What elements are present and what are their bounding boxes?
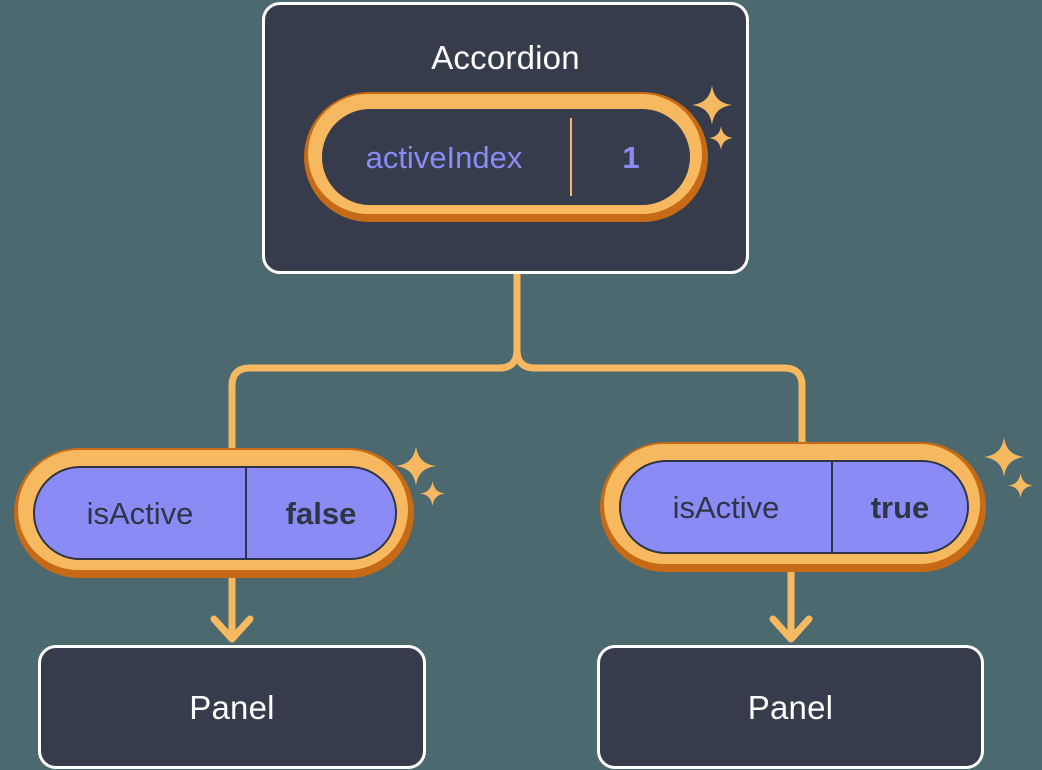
pill-divider <box>245 468 247 558</box>
connector-tree-branch <box>228 270 521 456</box>
sparkle-icon-right-small <box>1008 473 1033 498</box>
component-card-title: Panel <box>747 688 834 726</box>
pill-body: isActive true <box>619 460 969 554</box>
arrow-right-head <box>769 615 813 643</box>
state-pill-is-active-true[interactable]: isActive true <box>600 442 986 572</box>
state-pill-active-index[interactable]: activeIndex 1 <box>304 92 708 222</box>
sparkle-icon-right-large <box>984 437 1024 477</box>
component-card-title: Panel <box>189 688 275 726</box>
state-value-label: 1 <box>622 139 640 175</box>
state-value-label: false <box>285 495 357 531</box>
pill-body: isActive false <box>33 466 397 560</box>
state-pill-is-active-false[interactable]: isActive false <box>14 448 414 578</box>
state-key-label: isActive <box>86 495 194 531</box>
component-card-panel-left[interactable]: Panel <box>38 645 426 769</box>
pill-divider <box>831 462 833 552</box>
pill-divider <box>570 118 572 196</box>
state-key-label: activeIndex <box>365 139 523 175</box>
component-card-title: Accordion <box>431 39 580 76</box>
state-key-label: isActive <box>672 489 780 525</box>
state-value-label: true <box>870 489 930 525</box>
arrow-left-head <box>210 615 254 643</box>
sparkle-icon-left-small <box>420 481 445 506</box>
connector-tree-branch-right <box>513 270 806 456</box>
pill-body: activeIndex 1 <box>322 109 690 205</box>
component-card-panel-right[interactable]: Panel <box>597 645 984 769</box>
